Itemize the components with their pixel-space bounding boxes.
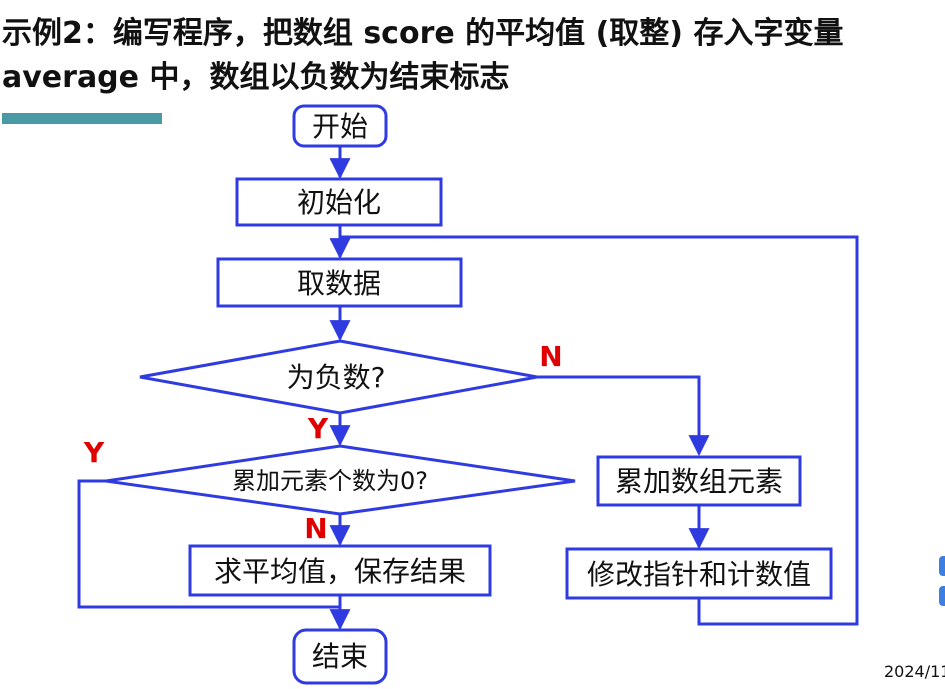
negative-decision-label: 为负数? <box>287 361 386 394</box>
edge-scroll-handle[interactable] <box>939 556 945 576</box>
negative-yes-label: Y <box>307 412 329 445</box>
start-label: 开始 <box>312 110 368 143</box>
accumulate-label: 累加数组元素 <box>615 465 783 498</box>
slide-title: 示例2：编写程序，把数组 score 的平均值 (取整) 存入字变量 avera… <box>2 16 844 95</box>
average-label: 求平均值，保存结果 <box>214 555 466 588</box>
count-zero-decision-label: 累加元素个数为0? <box>232 467 428 495</box>
title-underline-bar <box>2 113 162 124</box>
zero-no-label: N <box>304 512 327 545</box>
edge-scroll-handle[interactable] <box>939 586 945 606</box>
update-label: 修改指针和计数值 <box>587 558 811 591</box>
end-label: 结束 <box>312 640 368 673</box>
zero-yes-label: Y <box>83 436 105 469</box>
footer-date: 2024/11 <box>884 662 945 681</box>
negative-no-label: N <box>539 340 562 373</box>
init-label: 初始化 <box>297 186 381 219</box>
loop-back-path <box>340 235 859 626</box>
zero-yes-path <box>77 479 340 609</box>
neg-no-path <box>537 375 710 457</box>
end-terminal <box>292 628 388 685</box>
fetch-label: 取数据 <box>297 267 381 300</box>
